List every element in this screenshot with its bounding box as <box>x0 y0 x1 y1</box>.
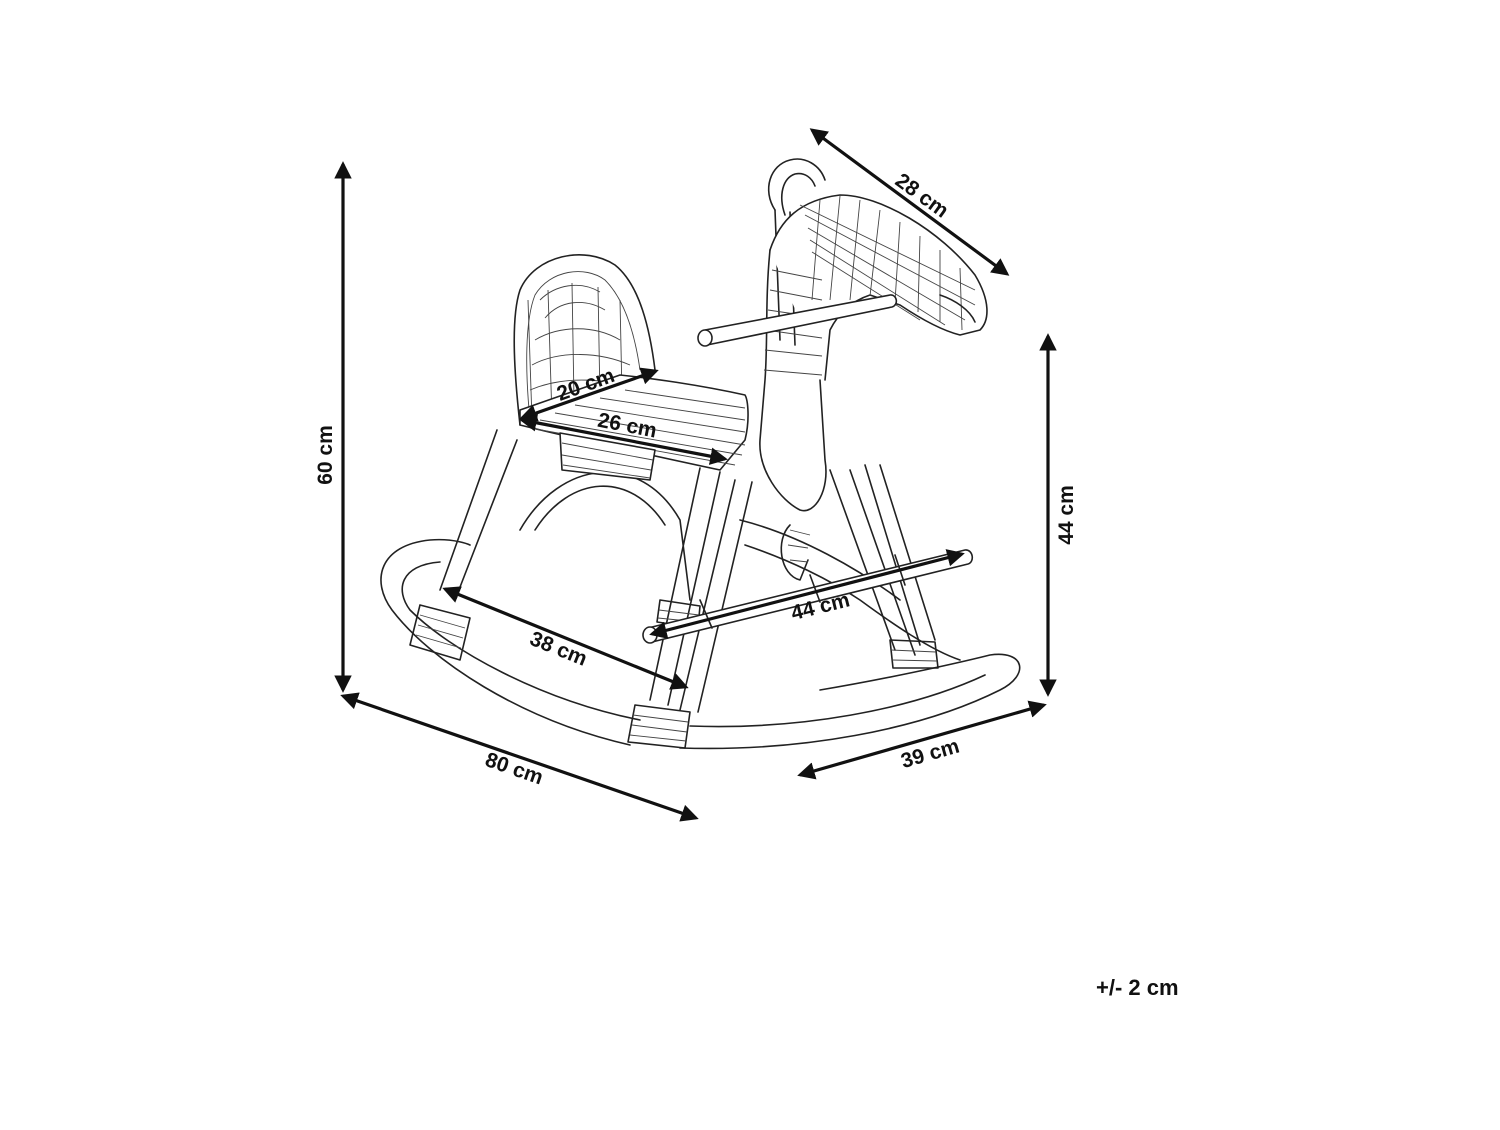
horse-head <box>759 158 988 581</box>
seat <box>513 254 749 481</box>
arrow-handle-bar <box>649 549 965 639</box>
dimension-arrows <box>334 128 1057 822</box>
label-width: 39 cm <box>898 734 962 773</box>
arrow-width <box>797 700 1047 780</box>
arrow-seat-depth <box>519 367 659 422</box>
arrow-head-length <box>809 128 1010 276</box>
label-seat-height: 44 cm <box>1055 485 1078 545</box>
handle-bar-top <box>697 294 898 347</box>
label-height-total: 60 cm <box>314 425 337 485</box>
arrow-leg-span <box>442 586 689 690</box>
arrow-seat-width <box>519 414 728 465</box>
tolerance-note: +/- 2 cm <box>1096 975 1179 1000</box>
arrow-length <box>340 692 699 822</box>
